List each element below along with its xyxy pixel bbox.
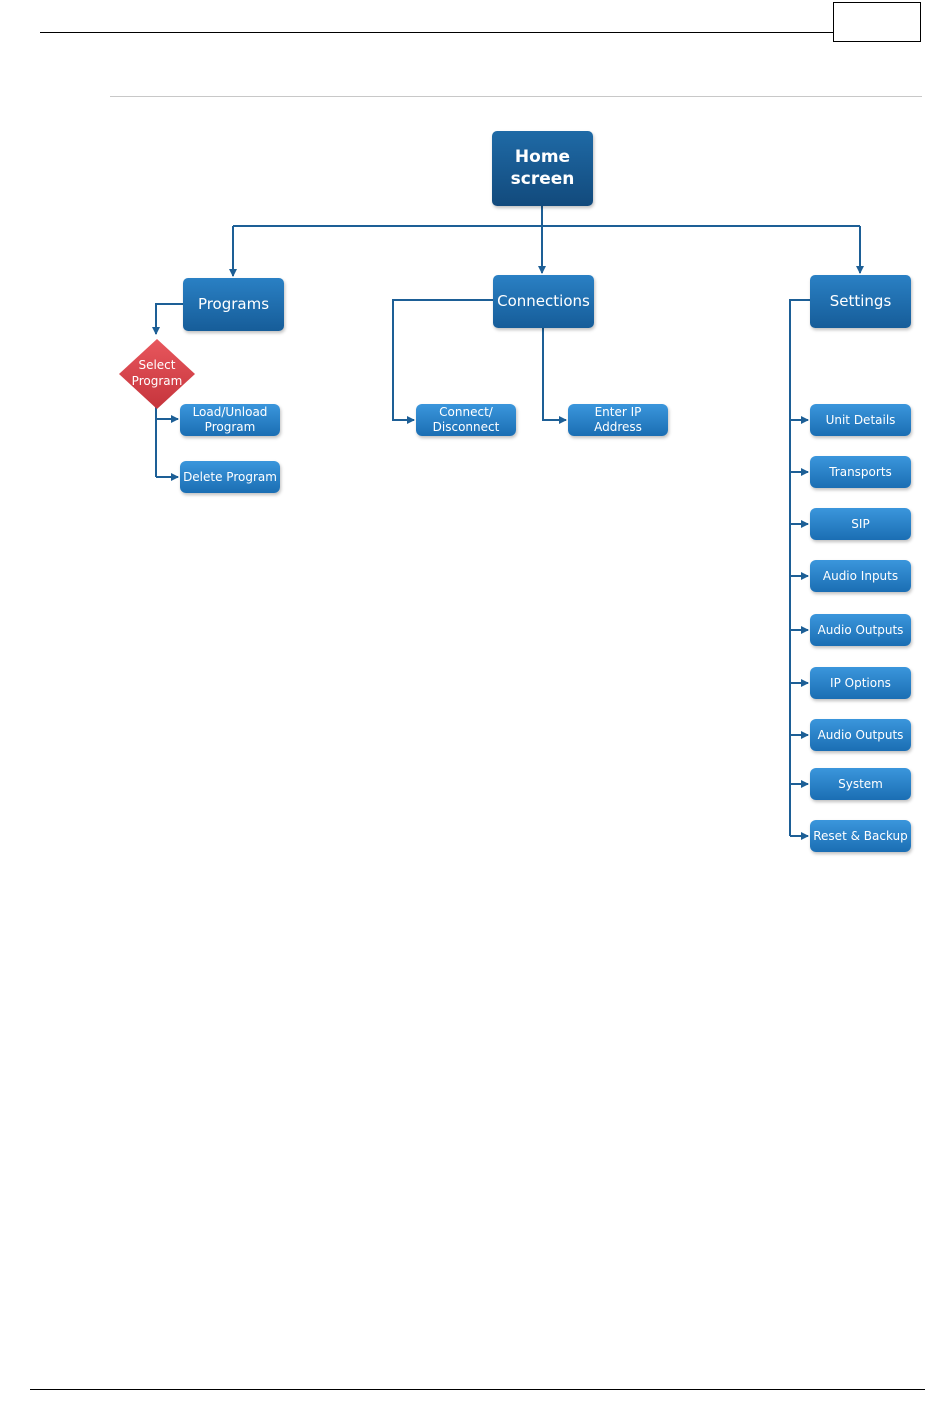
transports-node: Transports: [810, 456, 911, 488]
connector-to-connect-disconnect: [393, 300, 493, 420]
delete-program-node: Delete Program: [180, 461, 280, 493]
audio-outputs-node: Audio Outputs: [810, 614, 911, 646]
connector-to-enter-ip: [543, 328, 566, 420]
unit-details-node: Unit Details: [810, 404, 911, 436]
settings-node: Settings: [810, 275, 911, 328]
system-node: System: [810, 768, 911, 800]
connections-node: Connections: [493, 275, 594, 328]
audio-outputs-node-2: Audio Outputs: [810, 719, 911, 751]
enter-ip-address-node: Enter IP Address: [568, 404, 668, 436]
connect-disconnect-node: Connect/ Disconnect: [416, 404, 516, 436]
programs-node: Programs: [183, 278, 284, 331]
connector-settings-trunk: [790, 300, 810, 836]
decision-label: Select Program: [118, 338, 196, 410]
select-program-decision: Select Program: [118, 338, 196, 410]
ip-options-node: IP Options: [810, 667, 911, 699]
reset-backup-node: Reset & Backup: [810, 820, 911, 852]
connector-programs-decision: [156, 304, 183, 334]
sip-node: SIP: [810, 508, 911, 540]
home-screen-node: Home screen: [492, 131, 593, 206]
load-unload-program-node: Load/Unload Program: [180, 404, 280, 436]
audio-inputs-node: Audio Inputs: [810, 560, 911, 592]
